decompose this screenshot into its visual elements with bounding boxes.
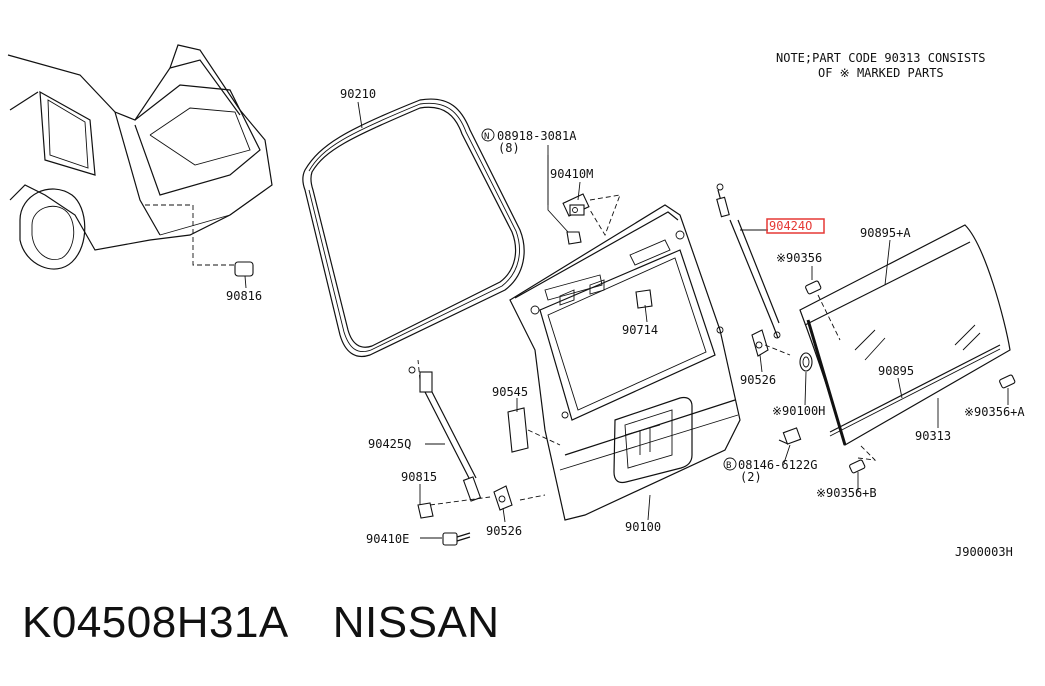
footer-caption: K04508H31A NISSAN xyxy=(22,598,500,648)
label-90356-B: ※90356+B xyxy=(816,486,877,500)
vehicle-rear-illustration xyxy=(7,44,273,277)
note-line-1: NOTE;PART CODE 90313 CONSISTS xyxy=(776,51,986,65)
label-90895-A: 90895+A xyxy=(860,226,911,240)
circle-n-marker xyxy=(481,128,495,142)
label-90545: 90545 xyxy=(492,385,528,399)
label-90356: ※90356 xyxy=(776,251,822,265)
label-90410E: 90410E xyxy=(366,532,409,546)
bolt-90410E xyxy=(442,532,471,546)
label-90816: 90816 xyxy=(226,289,262,303)
label-08146-6122G: 08146-6122G xyxy=(738,458,817,472)
label-90410M: 90410M xyxy=(550,167,593,181)
label-90425Q: 90425Q xyxy=(368,437,411,451)
hinge-90526-left xyxy=(429,485,546,511)
label-90100: 90100 xyxy=(625,520,661,534)
back-window-glass-90313 xyxy=(799,224,1011,446)
label-08918-qty: (8) xyxy=(498,141,520,155)
grommet-90100H xyxy=(799,352,813,372)
note-text: NOTE;PART CODE 90313 CONSISTS OF ※ MARKE… xyxy=(776,51,986,80)
label-90313: 90313 xyxy=(915,429,951,443)
label-08918-3081A: 08918-3081A xyxy=(497,129,577,143)
bolt-08146-6122G xyxy=(778,427,802,445)
footer-brand: NISSAN xyxy=(332,598,500,647)
diagram-code: J900003H xyxy=(955,545,1013,559)
label-90895: 90895 xyxy=(878,364,914,378)
stud-90815 xyxy=(417,502,434,519)
label-90815: 90815 xyxy=(401,470,437,484)
clips-90356 xyxy=(805,280,1016,474)
hinge-90410M xyxy=(547,145,621,245)
label-circle-b: B xyxy=(726,461,731,471)
label-90210: 90210 xyxy=(340,87,376,101)
gas-stay-90424O xyxy=(716,183,781,339)
back-door-90100 xyxy=(509,204,741,521)
highlight-box-90424O xyxy=(766,218,825,234)
note-line-2: OF ※ MARKED PARTS xyxy=(818,66,944,80)
leader-lines xyxy=(244,101,1009,539)
label-08146-qty: (2) xyxy=(740,470,762,484)
gas-stay-90425Q xyxy=(408,359,482,502)
circle-b-marker xyxy=(723,457,737,471)
clip-90714 xyxy=(635,289,653,309)
label-90526-left: 90526 xyxy=(486,524,522,538)
label-90526-right: 90526 xyxy=(740,373,776,387)
hinge-bracket-90526-right xyxy=(751,329,791,357)
footer-part-number: K04508H31A xyxy=(22,598,289,647)
label-circle-n: N xyxy=(484,132,489,142)
label-90356-A: ※90356+A xyxy=(964,405,1025,419)
label-90424O: 90424O xyxy=(769,219,812,233)
label-90714: 90714 xyxy=(622,323,658,337)
weatherstrip-90210 xyxy=(302,98,525,357)
label-90100H: ※90100H xyxy=(772,404,825,418)
part-labels: 90210 N 08918-3081A (8) 90410M 90424O 90… xyxy=(226,87,1025,559)
pad-90545 xyxy=(507,407,561,453)
